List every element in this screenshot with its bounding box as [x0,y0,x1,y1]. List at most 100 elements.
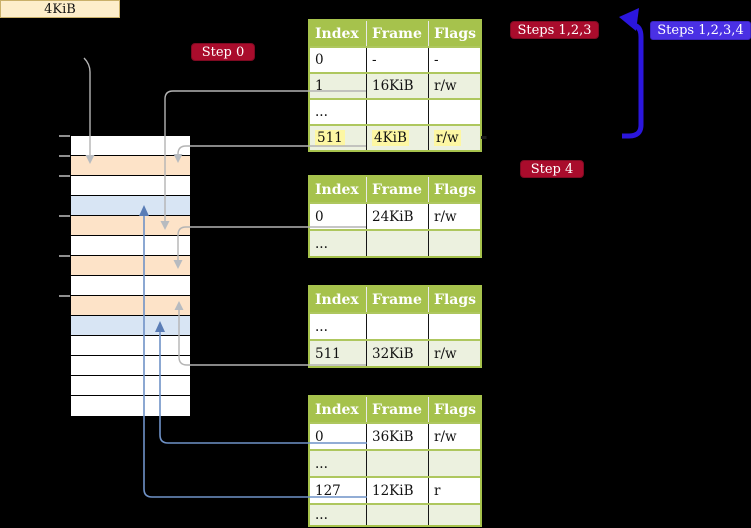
header-cell-flags: Flags [428,177,480,202]
memory-frame-row [71,156,190,176]
table-cell: ... [310,451,366,476]
table-cell [428,505,480,525]
cell-text: 32KiB [372,345,414,362]
table-cell: r/w [428,424,480,449]
table-cell: - [366,48,428,72]
table-cell: ... [310,314,366,339]
table-cell: 0 [310,424,366,449]
table-cell [428,231,480,256]
steps-1234-badge-text: Steps 1,2,3,4 [657,23,744,38]
physical-memory-stack [70,135,191,417]
cell-text: 16KiB [372,78,414,94]
memory-frame-row [71,296,190,316]
header-cell-frame: Frame [366,177,428,202]
table-row: 0 36KiB r/w [310,422,480,449]
table-cell: 1 [310,74,366,98]
table-cell: 16KiB [366,74,428,98]
steps-123-badge-text: Steps 1,2,3 [517,22,592,38]
cell-text: 511 [315,345,341,362]
table-header-row: Index Frame Flags [310,287,480,312]
cell-text: 0 [315,428,324,445]
cell-text: r/w [434,345,457,362]
table-cell: 511 [310,341,366,366]
table-row: 0 - - [310,46,480,72]
header-cell-index: Index [315,401,359,418]
cell-text: r/w [434,428,457,445]
table-row: ... [310,229,480,256]
table-header-row: Index Frame Flags [310,177,480,202]
cell-text: 12KiB [372,482,414,499]
table-header-row: Index Frame Flags [310,21,480,46]
cell-text: r/w [434,130,461,146]
table-cell: r [428,478,480,503]
memory-tick [59,255,70,257]
cell-text: ... [315,235,328,252]
cell-text: ... [315,104,328,120]
memory-frame-row [71,256,190,276]
cell-text: 0 [315,208,324,225]
header-cell-index: Index [315,25,359,42]
step-0-badge-text: Step 0 [201,44,245,60]
cell-text: 1 [315,78,324,94]
table-cell: r/w [428,126,480,150]
page-table-4: Index Frame Flags 0 36KiB r/w ... 127 12… [308,395,482,527]
table-row-highlighted: 511 4KiB r/w [310,124,480,150]
table-cell: 0 [310,48,366,72]
table-row: ... [310,449,480,476]
header-cell-flags: Flags [428,397,480,422]
steps-123-badge: Steps 1,2,3 [510,21,599,39]
table-cell: - [428,48,480,72]
table-row: ... [310,312,480,339]
step-0-badge: Step 0 [191,43,255,61]
header-cell-index: Index [315,291,359,308]
table-cell [366,451,428,476]
memory-frame-row [71,316,190,336]
table-cell [366,505,428,525]
table-cell: 36KiB [366,424,428,449]
step-4-badge-text: Step 4 [530,161,574,177]
step-4-badge: Step 4 [520,160,584,178]
page-table-1: Index Frame Flags 0 - - 1 16KiB r/w ... … [308,19,482,152]
memory-frame-row [71,216,190,236]
table-row: ... [310,98,480,124]
memory-frame-row [71,376,190,396]
table-cell: 511 [310,126,366,150]
table-cell [366,314,428,339]
cell-text: - [372,52,377,68]
steps-1234-badge: Steps 1,2,3,4 [650,21,751,40]
memory-tick [59,215,70,217]
memory-tick [59,175,70,177]
table-row: ... [310,503,480,525]
table-cell: 0 [310,204,366,229]
header-cell-index: Index [315,181,359,198]
table-cell: r/w [428,204,480,229]
memory-frame-row [71,356,190,376]
table-cell [428,451,480,476]
cell-text: - [434,52,439,68]
table-cell [428,100,480,124]
cell-text: ... [315,507,328,523]
cell-text: 24KiB [372,208,414,225]
table-cell: r/w [428,341,480,366]
table-cell: 32KiB [366,341,428,366]
memory-tick [59,135,70,137]
table-row: 0 24KiB r/w [310,202,480,229]
table-row: 1 16KiB r/w [310,72,480,98]
cell-text: 36KiB [372,428,414,445]
table-cell: 12KiB [366,478,428,503]
table-cell: ... [310,231,366,256]
table-cell [428,314,480,339]
page-size-label: 4KiB [0,0,120,18]
page-table-3: Index Frame Flags ... 511 32KiB r/w [308,285,482,368]
cell-text: 4KiB [372,130,409,146]
memory-frame-row [71,196,190,216]
header-cell-flags: Flags [428,287,480,312]
page-table-2: Index Frame Flags 0 24KiB r/w ... [308,175,482,258]
table-cell [366,100,428,124]
cell-text: r/w [434,208,457,225]
memory-tick [59,155,70,157]
table-cell: ... [310,100,366,124]
header-cell-frame: Frame [366,287,428,312]
memory-tick [59,295,70,297]
